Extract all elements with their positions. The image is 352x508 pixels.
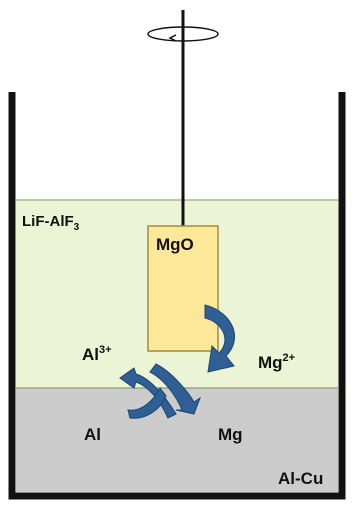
mg-ion-arrow bbox=[204, 304, 236, 373]
exchange-arrows-icon bbox=[119, 304, 236, 419]
alloy-label: Al-Cu bbox=[278, 469, 323, 488]
mg-metal-label: Mg bbox=[218, 425, 243, 444]
rotation-arrow-icon bbox=[147, 26, 219, 42]
alloy-layer bbox=[16, 388, 338, 492]
to-mg-metal-arrow bbox=[149, 363, 202, 415]
mg-ion-label: Mg2+ bbox=[258, 352, 295, 372]
al-ion-label: Al3+ bbox=[82, 344, 112, 364]
al-metal-arrow bbox=[127, 387, 167, 419]
electrode-label: MgO bbox=[156, 235, 194, 254]
mgo-electrode bbox=[147, 225, 219, 352]
crucible-walls bbox=[8, 92, 346, 500]
salt-label: LiF-AlF3 bbox=[22, 213, 80, 233]
al-metal-label: Al bbox=[84, 425, 101, 444]
